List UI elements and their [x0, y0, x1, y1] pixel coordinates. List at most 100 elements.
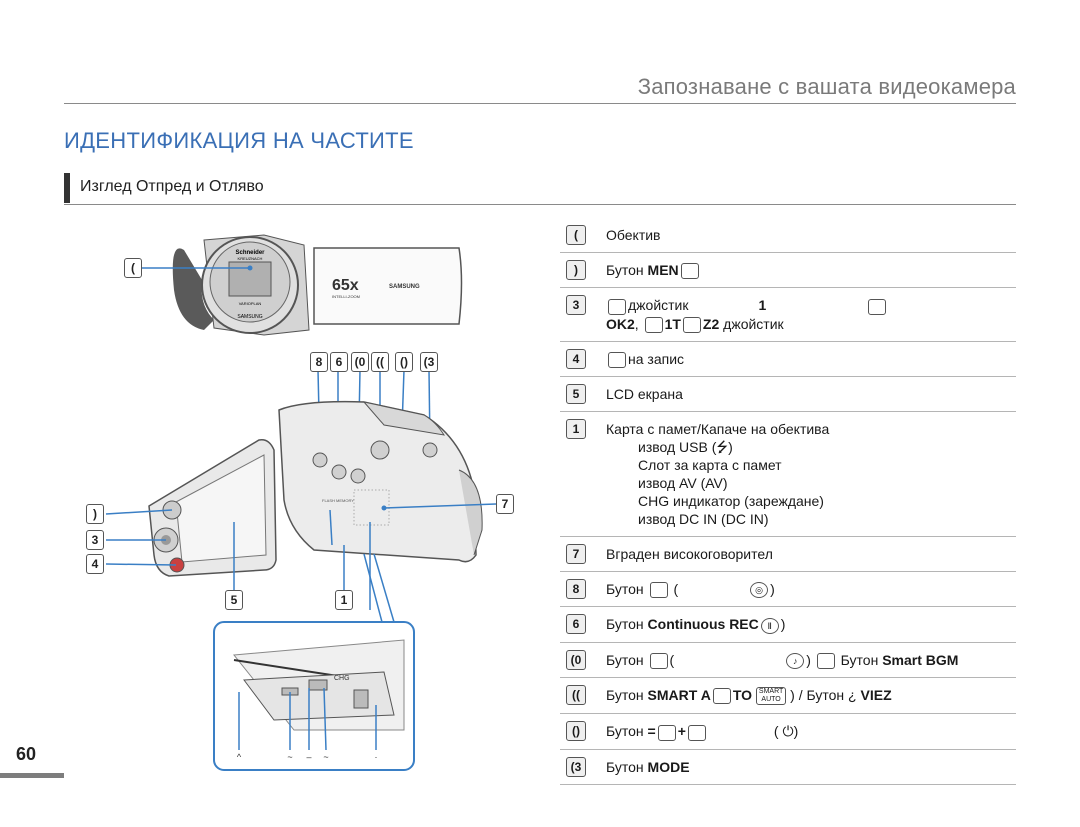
legend-num: 1 — [566, 419, 586, 440]
box-glyph-icon — [682, 316, 701, 333]
legend-label: Обектив — [606, 227, 661, 243]
subsection-title: Изглед Отпред и Отляво — [80, 178, 264, 195]
tag-1b: 1 — [335, 590, 353, 610]
legend-num: 3 — [566, 295, 586, 316]
tag-1: ( — [124, 258, 142, 278]
continuous-rec-icon: Ⅱ — [760, 617, 779, 634]
tag-12: () — [395, 352, 413, 372]
legend-label: Бутон MODE — [606, 758, 690, 775]
music-icon: ♪ — [786, 653, 805, 670]
brand-text: SAMSUNG — [389, 284, 420, 290]
page-number: 60 — [16, 744, 37, 764]
lens-samsung-text: SAMSUNG — [237, 314, 262, 320]
legend-num: 4 — [566, 348, 586, 369]
legend-label: Бутон =+( ⏻) — [606, 723, 799, 741]
box-glyph-icon — [712, 688, 731, 705]
tag-7: 7 — [496, 494, 514, 514]
legend-row-2: ) Бутон MEN — [560, 253, 1016, 289]
inset-mark-1: ^ — [237, 752, 242, 762]
side-view-camera: FLASH MEMORY — [148, 400, 497, 610]
legend-sub-usb: извод USB (⭍) — [638, 439, 733, 456]
legend-num: () — [566, 721, 586, 742]
legend-label: Бутон (◎) — [606, 581, 775, 599]
camera-drawing: Schneider KREUZNACH VARIOPLAN SAMSUNG 65… — [105, 234, 497, 771]
legend-row-12: () Бутон =+( ⏻) — [560, 714, 1016, 750]
page-number-bar — [0, 773, 64, 778]
inset-mark-3: – — [306, 752, 311, 762]
legend-num: (3 — [566, 756, 586, 777]
front-view-camera: Schneider KREUZNACH VARIOPLAN SAMSUNG 65… — [134, 234, 463, 336]
inset-mark-2: ~ — [287, 752, 292, 762]
legend-num: 6 — [566, 614, 586, 635]
photo-icon: ◎ — [750, 582, 769, 599]
tag-3: 3 — [86, 530, 104, 550]
zoom-text: 65x — [332, 277, 359, 294]
box-glyph-icon — [680, 263, 699, 280]
legend-sub-card: Слот за карта с памет — [638, 457, 782, 474]
section-title: ИДЕНТИФИКАЦИЯ НА ЧАСТИТЕ — [64, 128, 414, 153]
tag-2: ) — [86, 504, 104, 524]
box-glyph-icon — [608, 352, 626, 369]
inset-mark-5: · — [375, 752, 378, 762]
box-glyph-icon — [687, 724, 706, 741]
legend-row-4: 4 на запис — [560, 342, 1016, 378]
box-glyph-icon — [649, 653, 668, 670]
left-callout-lines — [105, 509, 345, 590]
inset-chg-text: CHG — [334, 675, 350, 682]
camera-illustration: Schneider KREUZNACH VARIOPLAN SAMSUNG 65… — [64, 210, 534, 780]
legend-row-5: 5 LCD екрана — [560, 377, 1016, 413]
legend-row-8: 8 Бутон (◎) — [560, 572, 1016, 608]
tag-11: (( — [371, 352, 389, 372]
inset-closeup: CHG ^ ~ – ~ · — [213, 621, 415, 771]
box-glyph-icon — [816, 653, 835, 670]
box-glyph-icon — [649, 582, 668, 599]
tag-5: 5 — [225, 590, 243, 610]
legend-label: LCD екрана — [606, 386, 683, 403]
subsection-rule — [64, 204, 1016, 205]
legend-num: 8 — [566, 579, 586, 600]
tag-13: (3 — [420, 352, 438, 372]
legend-label: на запис — [606, 350, 1016, 369]
legend-label: Вграден високоговорител — [606, 546, 773, 563]
lens-info-text: VARIOPLAN — [239, 301, 262, 306]
side-mic-text: FLASH MEMORY — [322, 498, 354, 503]
box-glyph-icon — [868, 298, 887, 315]
tag-8: 8 — [310, 352, 328, 372]
legend-num: (( — [566, 685, 586, 706]
running-header: Запознаване с вашата видеокамера — [637, 74, 1016, 99]
legend-num: (0 — [566, 649, 586, 670]
legend-row-7: 7 Вграден високоговорител — [560, 537, 1016, 573]
legend-row-6: 1 Карта с памет/Капаче на обектива извод… — [560, 412, 1016, 538]
legend-num: ) — [566, 260, 586, 280]
legend-sub-av: извод AV (AV) — [638, 475, 728, 492]
lens-sub-text: KREUZNACH — [238, 256, 263, 261]
subsection-marker — [64, 173, 70, 203]
legend-label: Бутон (♪) Бутон Smart BGM — [606, 651, 959, 670]
zoom-sub-text: INTELLI-ZOOM — [332, 294, 360, 299]
inset-mark-4: ~ — [323, 752, 328, 762]
tag-10: (0 — [351, 352, 369, 372]
tag-4: 4 — [86, 554, 104, 574]
view-icon: ¿ — [848, 687, 857, 704]
power-icon: ⏻ — [782, 723, 794, 740]
box-glyph-icon — [657, 724, 676, 741]
legend-row-13: (3 Бутон MODE — [560, 750, 1016, 785]
legend-label: Карта с памет/Капаче на обектива — [606, 421, 830, 438]
legend-sub-chg: CHG индикатор (зареждане) — [638, 493, 824, 510]
legend-num: ( — [566, 225, 586, 245]
legend-num: 7 — [566, 544, 586, 565]
legend-num: 5 — [566, 384, 586, 405]
box-glyph-icon — [644, 316, 663, 333]
header-rule — [64, 103, 1016, 104]
usb-icon: ⭍ — [716, 439, 729, 456]
tag-6: 6 — [330, 352, 348, 372]
legend-row-1: ( Обектив — [560, 218, 1016, 253]
